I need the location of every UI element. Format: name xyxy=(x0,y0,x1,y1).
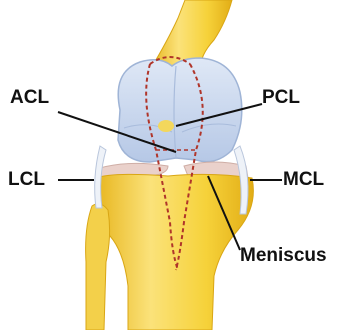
acl-label: ACL xyxy=(10,88,49,107)
lcl-label: LCL xyxy=(8,170,45,189)
mcl-label: MCL xyxy=(283,170,324,189)
meniscus-label: Meniscus xyxy=(240,246,327,265)
intercondylar-notch xyxy=(158,120,174,132)
femoral-condyles xyxy=(118,58,242,162)
fibula-bone xyxy=(86,204,110,330)
pcl-label: PCL xyxy=(262,88,300,107)
